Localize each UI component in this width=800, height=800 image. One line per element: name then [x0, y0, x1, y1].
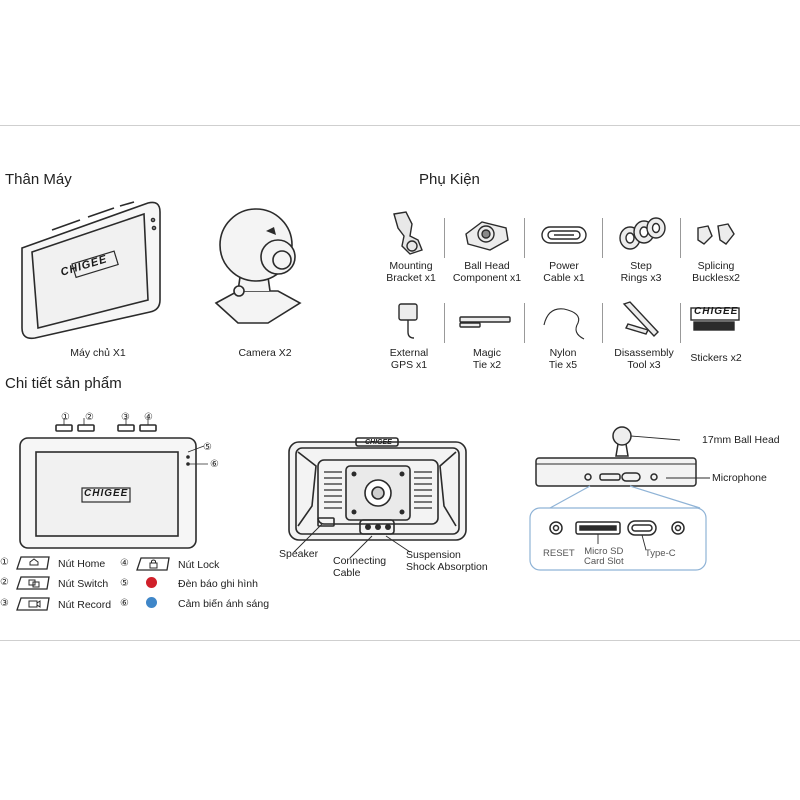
camera-illustration [214, 208, 302, 324]
callout-number-5: ⑤ [203, 442, 212, 453]
legend-number: ⑥ [120, 598, 129, 609]
nylon-tie-icon [543, 308, 585, 340]
camera-caption: Camera X2 [238, 347, 292, 359]
accessory-divider [524, 218, 525, 258]
accessory-divider [680, 303, 681, 343]
main-unit-caption: Máy chủ X1 [70, 347, 126, 359]
sticker-logo: CHIGEE [694, 306, 739, 317]
bottom-divider [0, 640, 800, 641]
callout-number-2: ② [85, 412, 94, 423]
callout-number-6: ⑥ [210, 459, 219, 470]
disassembly-tool-icon [622, 301, 659, 338]
front-logo: CHIGEE [84, 488, 129, 499]
record-button-icon [16, 597, 50, 611]
accessory-divider [680, 218, 681, 258]
lock-button-icon [136, 557, 170, 571]
section-title-details: Chi tiết sản phẩm [5, 375, 122, 392]
legend-label-switch: Nút Switch [58, 578, 109, 590]
accessory-divider [602, 218, 603, 258]
legend-label-record-led: Đèn báo ghi hình [178, 578, 258, 590]
front-view-illustration [19, 418, 208, 549]
accessory-divider [524, 303, 525, 343]
light-sensor-dot [146, 597, 157, 608]
top-divider [0, 125, 800, 126]
splicing-buckles-icon [697, 223, 735, 245]
accessory-divider [602, 303, 603, 343]
callout-number-3: ③ [121, 412, 130, 423]
legend-label-home: Nút Home [58, 558, 106, 570]
legend-number: ③ [0, 598, 9, 609]
mounting-bracket-icon [393, 211, 423, 255]
speaker-label: Speaker [279, 548, 319, 560]
section-title-body: Thân Máy [5, 171, 72, 188]
home-button-icon [16, 556, 50, 570]
section-title-accessories: Phụ Kiện [419, 171, 480, 188]
ball-head-label: 17mm Ball Head [702, 434, 780, 446]
legend-number: ④ [120, 558, 129, 569]
magic-tie-icon [459, 316, 511, 328]
callout-number-1: ① [61, 412, 70, 423]
reset-label: RESET [543, 548, 575, 559]
main-unit-illustration [21, 201, 161, 340]
power-cable-icon [541, 226, 587, 244]
ball-head-icon [465, 221, 509, 251]
accessory-divider [444, 218, 445, 258]
external-gps-icon [398, 303, 418, 339]
accessory-caption: Stickers x2 [690, 352, 742, 364]
callout-number-4: ④ [144, 412, 153, 423]
stickers-icon [690, 307, 740, 331]
back-logo: CHIGEE [365, 439, 392, 446]
legend-label-lock: Nút Lock [178, 559, 220, 571]
side-view-illustration [529, 426, 710, 571]
microphone-label: Microphone [712, 472, 767, 484]
legend-number: ① [0, 557, 9, 568]
legend-number: ⑤ [120, 578, 129, 589]
accessory-divider [444, 303, 445, 343]
switch-button-icon [16, 576, 50, 590]
record-led-dot [146, 577, 157, 588]
legend-label-light-sensor: Cảm biến ánh sáng [178, 598, 270, 610]
legend-number: ② [0, 577, 9, 588]
type-c-label: Type-C [645, 548, 676, 559]
legend-label-record: Nút Record [58, 599, 112, 611]
back-view-illustration [288, 437, 467, 559]
step-rings-icon [619, 217, 666, 250]
